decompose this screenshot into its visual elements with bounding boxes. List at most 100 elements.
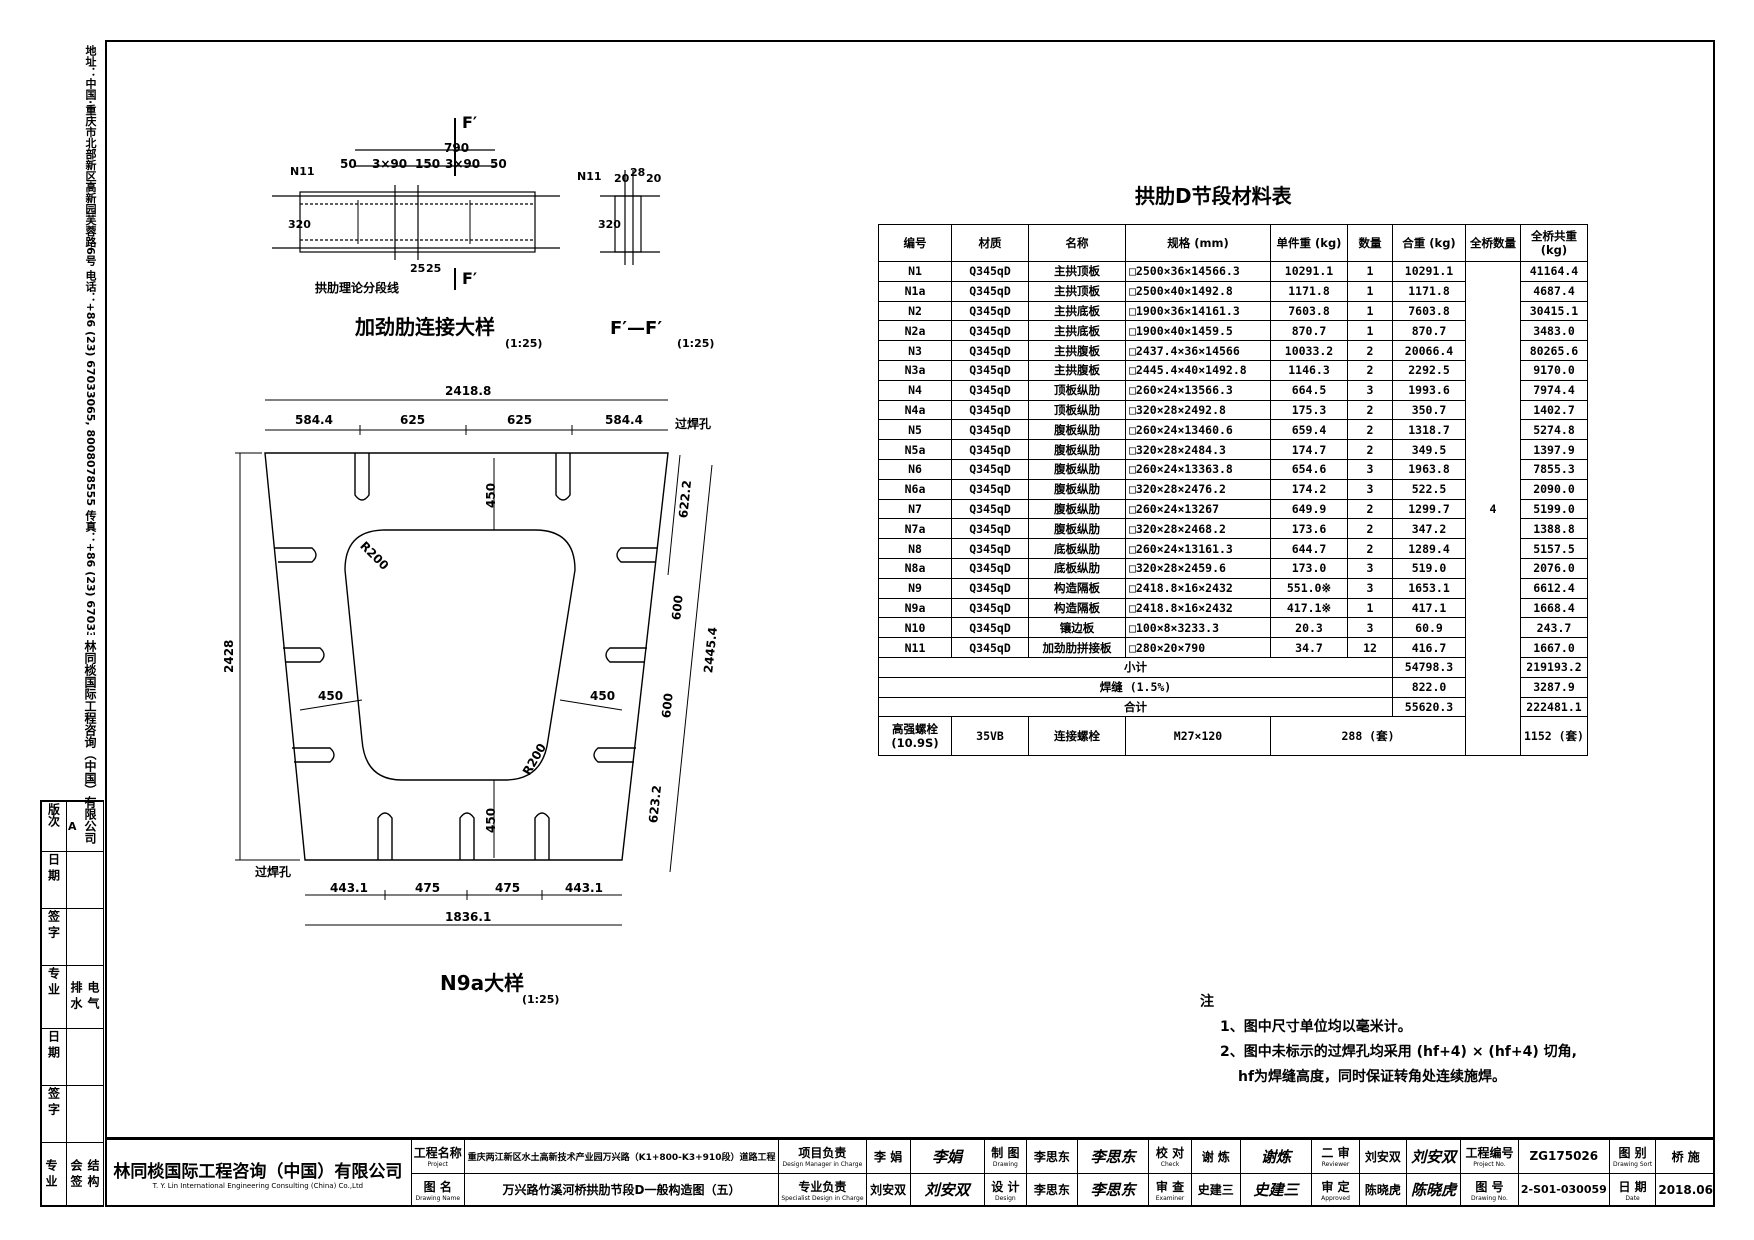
table-cell: 519.0 [1392,557,1466,579]
table-cell: □320×28×2459.6 [1125,557,1271,579]
table-cell: 243.7 [1520,617,1588,639]
spec-signature: 刘安双 [909,1172,985,1207]
table-cell: 12 [1347,637,1393,658]
table-cell: 主拱顶板 [1028,261,1126,282]
company-cell: 林同棪国际工程咨询（中国）有限公司 T. Y. Lin Internationa… [105,1139,412,1207]
table-cell: N5 [878,419,952,441]
table-cell: Q345qD [951,300,1029,322]
table-cell: 1667.0 [1520,637,1588,658]
table-cell: 870.7 [1270,320,1348,342]
table-cell: □260×24×13566.3 [1125,379,1271,401]
table-cell: □280×20×790 [1125,637,1271,658]
table-cell: Q345qD [951,458,1029,480]
major-bottom-1: 专 业 [44,1158,58,1187]
ff-dim-20b: 20 [646,172,662,185]
table-cell: N9a [878,597,952,619]
table-cell: 1653.1 [1392,577,1466,599]
table-cell: 主拱底板 [1028,320,1126,342]
design-name: 李思东 [1026,1172,1078,1207]
table-cell: 20.3 [1270,617,1348,639]
dim-25a: 25 [410,262,425,275]
left-contact: 地址：中国·重庆市北部新区高新园芙蓉路6号 电话：+86 (23) 670330… [84,45,97,635]
n9a-plate [235,399,713,926]
table-cell: 2 [1347,399,1393,421]
col-header: 全桥数量 [1465,224,1521,262]
n9a-r-bottom: R200 [520,741,549,778]
table-cell: 1397.9 [1520,439,1588,460]
table-cell: Q345qD [951,617,1029,639]
table-cell: 2 [1347,518,1393,540]
table-cell: 350.7 [1392,399,1466,421]
table-cell: □320×28×2492.8 [1125,399,1271,421]
table-cell: 347.2 [1392,518,1466,540]
table-cell: 3 [1347,557,1393,579]
table-cell: 34.7 [1270,637,1348,658]
dim-150: 150 [415,157,440,171]
table-cell: □2500×40×1492.8 [1125,280,1271,302]
label-n11: N11 [290,165,315,178]
leader-label: 拱肋理论分段线 [315,280,399,295]
ff-dim-320: 320 [598,218,621,231]
table-cell: □320×28×2468.2 [1125,518,1271,540]
total-total: 222481.1 [1520,696,1588,718]
note-line: 2、图中未标示的过焊孔均采用 (hf+4) × (hf+4) 切角, [1220,1044,1577,1060]
table-cell: N8 [878,538,952,559]
ff-dim-28: 28 [630,166,645,179]
table-cell: 底板纵肋 [1028,538,1126,559]
table-cell: □2445.4×40×1492.8 [1125,359,1271,381]
ff-scale: (1:25) [677,337,714,350]
draw-signature: 李思东 [1076,1139,1150,1174]
table-cell: Q345qD [951,439,1029,460]
table-cell: N7 [878,498,952,520]
weld-weight: 822.0 [1392,676,1466,698]
table-cell: 顶板纵肋 [1028,379,1126,401]
notes-heading: 注 [1200,994,1214,1010]
table-cell: Q345qD [951,557,1029,579]
dim-50a: 50 [340,157,357,171]
table-cell: Q345qD [951,518,1029,540]
table-cell: □1900×40×1459.5 [1125,320,1271,342]
table-cell: 2 [1347,340,1393,361]
notes: 注 1、图中尺寸单位均以毫米计。 2、图中未标示的过焊孔均采用 (hf+4) ×… [1200,990,1577,1090]
n9a-scale: (1:25) [522,993,559,1006]
section-mark-top: F′ [462,113,477,132]
table-cell: □260×24×13267 [1125,498,1271,520]
weld-total: 3287.9 [1520,676,1588,698]
n9a-height: 2428 [222,640,236,673]
table-cell: 3 [1347,617,1393,639]
approve-name: 陈晓虎 [1358,1172,1408,1207]
ff-dim-20a: 20 [614,172,630,185]
n9a-inner-left: 450 [318,689,343,703]
material-table-title: 拱肋D节段材料表 [1135,184,1292,208]
dim-50b: 50 [490,157,507,171]
subtotal-weight: 54798.3 [1392,656,1466,678]
review-name: 刘安双 [1358,1139,1408,1174]
col-header: 数量 [1347,224,1393,262]
table-cell: N3a [878,359,952,381]
dim-790: 790 [444,141,469,155]
ff-title: F′—F′ [610,318,662,339]
table-cell: □1900×36×14161.3 [1125,300,1271,322]
table-cell: 649.9 [1270,498,1348,520]
table-cell: Q345qD [951,280,1029,302]
table-cell: 349.5 [1392,439,1466,460]
table-header-row: 编号 材质 名称 规格 (mm) 单件重 (kg) 数量 合重 (kg) 全桥数… [878,224,1588,262]
table-cell: □260×24×13363.8 [1125,458,1271,480]
table-cell: 腹板纵肋 [1028,498,1126,520]
n9a-top-3: 625 [507,413,532,427]
bolt-spec: M27×120 [1125,716,1271,757]
table-cell: 1171.8 [1270,280,1348,302]
bridge-qty-cell: 4 [1465,260,1521,757]
section-mark-bottom: F′ [462,269,477,288]
table-cell: 10033.2 [1270,340,1348,361]
note-line: 1、图中尺寸单位均以毫米计。 [1220,1019,1412,1035]
table-cell: 175.3 [1270,399,1348,421]
design-signature: 李思东 [1076,1172,1150,1207]
